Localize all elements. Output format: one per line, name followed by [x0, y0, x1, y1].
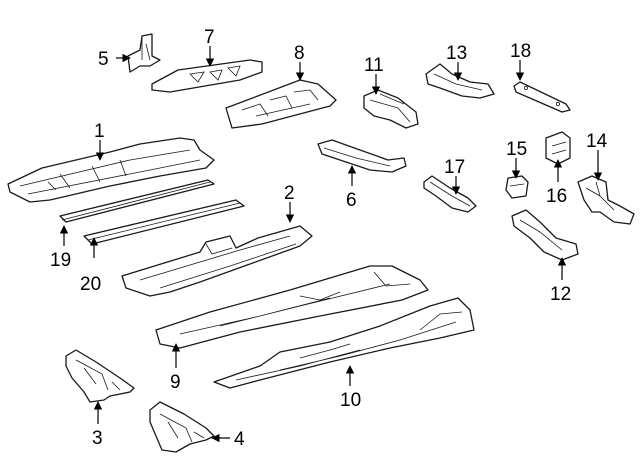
part-20-rail [83, 199, 245, 245]
callout-5: 5 [98, 49, 109, 70]
part-13-crossmember [425, 63, 495, 99]
part-18-strap [513, 81, 571, 113]
part-2-rear-floor-pan [121, 225, 313, 297]
callout-14: 14 [586, 131, 608, 152]
part-16-bracket [545, 131, 571, 165]
part-1-front-floor-pan [7, 137, 215, 203]
part-12-crossmember [511, 209, 579, 261]
callout-4: 4 [234, 429, 245, 450]
callout-15: 15 [506, 139, 527, 160]
part-19-rail [59, 179, 215, 223]
callout-1: 1 [94, 121, 105, 142]
callout-18: 18 [510, 41, 531, 62]
callout-2: 2 [284, 183, 295, 204]
part-4-bracket [149, 401, 215, 453]
part-11-crossmember [363, 89, 419, 129]
part-8-floor-section [225, 79, 337, 129]
callout-16: 16 [546, 186, 567, 207]
part-7-floor-reinforcement [151, 59, 263, 93]
part-17-member [423, 175, 477, 213]
callout-11: 11 [364, 55, 384, 76]
part-15-bracket [505, 175, 529, 199]
part-3-bracket [65, 349, 135, 403]
part-10-floor-panel [213, 297, 475, 389]
part-6-crossmember [317, 139, 407, 173]
part-14-bracket [577, 175, 635, 225]
callout-3: 3 [92, 428, 103, 449]
part-5-bracket [127, 33, 161, 73]
callout-13: 13 [446, 43, 467, 64]
callout-labels: 5 7 8 1 11 13 18 6 17 15 16 14 2 19 20 1… [50, 27, 608, 450]
callout-6: 6 [346, 190, 357, 211]
callout-20: 20 [80, 274, 101, 295]
callout-17: 17 [444, 157, 465, 178]
callout-9: 9 [170, 372, 181, 393]
callout-10: 10 [340, 390, 361, 411]
callout-12: 12 [550, 284, 571, 305]
leader-lines [59, 46, 603, 443]
callout-7: 7 [204, 27, 215, 48]
callout-19: 19 [50, 250, 71, 271]
callout-8: 8 [294, 43, 305, 64]
